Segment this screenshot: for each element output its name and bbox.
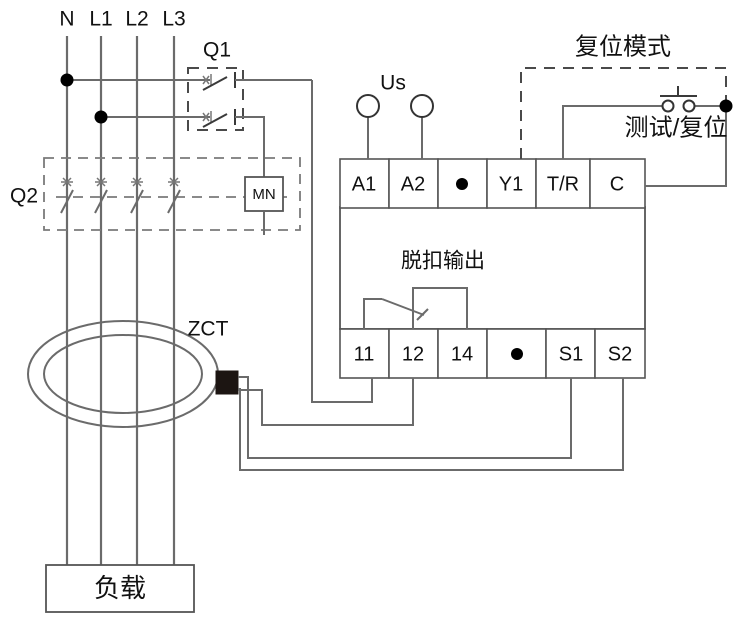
terminal-top-dot-marker (456, 178, 468, 190)
terminal-a1-label: A1 (352, 173, 376, 195)
terminal-a2-label: A2 (401, 173, 425, 195)
trip-output-contact: 脱扣输出 (363, 250, 485, 329)
q2-contact-l3-marker (168, 177, 180, 187)
relay-body: A1 A2 Y1 T/R C 11 12 14 S1 S2 (339, 158, 646, 379)
wire-q1-to-terminal-11 (311, 80, 373, 403)
terminal-y1[interactable] (486, 158, 537, 209)
terminal-y1-label: Y1 (499, 173, 523, 195)
junction-dot-button-right (719, 99, 733, 113)
wire-zct-to-s1 (238, 376, 572, 459)
us-terminal-circle-a2[interactable] (410, 94, 434, 118)
terminal-s1-label: S1 (559, 343, 583, 365)
q1-contact-lower-marker (202, 111, 212, 123)
terminal-c[interactable] (589, 158, 646, 209)
q1-contact-lower (196, 109, 265, 177)
q2-contact-n-marker (61, 177, 73, 187)
q1-label: Q1 (203, 39, 231, 62)
wire-terminal-12-return (238, 378, 414, 426)
load-group: 负载 (45, 564, 195, 613)
terminal-s2-label: S2 (608, 343, 632, 365)
q1-to-mn-wire (235, 116, 265, 177)
wire-zct-to-s2 (238, 378, 624, 471)
mn-coil-box (244, 176, 284, 212)
test-reset-button-label: 测试/复位 (625, 114, 728, 141)
terminal-a1[interactable] (339, 158, 390, 209)
terminal-s2[interactable] (594, 328, 646, 379)
us-label: Us (380, 72, 406, 95)
phase-label-l2: L2 (125, 8, 148, 31)
zct-label: ZCT (188, 318, 229, 341)
q2-contact-l2-marker (131, 177, 143, 187)
trip-contact-blade (381, 298, 425, 316)
terminal-s1[interactable] (545, 328, 596, 379)
supply-bus-lines (65, 36, 176, 565)
reset-mode-group: 复位模式 (520, 33, 727, 159)
relay-top-terminal-row: A1 A2 Y1 T/R C (339, 158, 646, 209)
q2-contact-l2-blade (130, 189, 144, 214)
wire-button-to-c (645, 105, 727, 187)
mn-coil-label: MN (252, 186, 275, 203)
zct-group: ZCT (27, 318, 239, 428)
reset-mode-enclosure (520, 67, 727, 159)
terminal-14[interactable] (437, 328, 488, 379)
terminal-tr-label: T/R (547, 173, 579, 195)
q2-contact-l2 (130, 177, 144, 214)
trip-contact-blade-tip (416, 308, 429, 321)
zct-connector-block (215, 370, 239, 395)
q2-contact-l1 (94, 177, 108, 214)
phase-label-l3: L3 (162, 8, 185, 31)
relay-bottom-terminal-row: 11 12 14 S1 S2 (339, 328, 646, 379)
terminal-bottom-dot-marker (511, 348, 523, 360)
q2-label: Q2 (10, 185, 38, 208)
terminal-11-label: 11 (354, 343, 375, 365)
junction-dot-l1 (94, 110, 108, 124)
load-box (45, 564, 195, 613)
us-supply-group: Us (356, 72, 434, 159)
q1-tap-wires (60, 73, 196, 124)
q2-contact-l1-marker (95, 177, 107, 187)
terminal-14-label: 14 (451, 343, 473, 365)
q2-contact-n (60, 177, 74, 214)
reset-mode-label: 复位模式 (575, 33, 671, 60)
q2-contact-n-blade (60, 189, 74, 214)
q1-enclosure (187, 67, 244, 131)
terminal-12-label: 12 (402, 343, 424, 365)
q2-enclosure (43, 157, 301, 231)
q2-contact-l3-blade (167, 189, 181, 214)
zct-inner-ring (43, 334, 203, 414)
trip-contact-common-lead (363, 298, 382, 329)
wire-tr-to-button (562, 105, 666, 159)
q1-contact-upper (196, 72, 312, 91)
terminal-c-label: C (610, 173, 624, 195)
trip-output-label: 脱扣输出 (401, 250, 485, 273)
q1-contact-lower-blade (202, 113, 228, 128)
phase-label-n: N (59, 8, 74, 31)
q1-contact-upper-blade (202, 76, 228, 91)
trip-contact-no-lead (412, 287, 468, 329)
q2-contact-l1-blade (94, 189, 108, 214)
test-reset-button-group[interactable]: 测试/复位 (562, 86, 733, 187)
q2-contact-l3 (167, 177, 181, 214)
pushbutton-contact-right[interactable] (682, 99, 696, 113)
load-label: 负载 (94, 573, 146, 603)
pushbutton-contact-left[interactable] (661, 99, 675, 113)
phase-label-l1: L1 (89, 8, 112, 31)
mn-coil: MN (244, 176, 284, 235)
q1-contact-upper-marker (202, 74, 212, 86)
relay-enclosure (339, 206, 646, 330)
junction-dot-n (60, 73, 74, 87)
terminal-tr[interactable] (535, 158, 591, 209)
us-terminal-circle-a1[interactable] (356, 94, 380, 118)
